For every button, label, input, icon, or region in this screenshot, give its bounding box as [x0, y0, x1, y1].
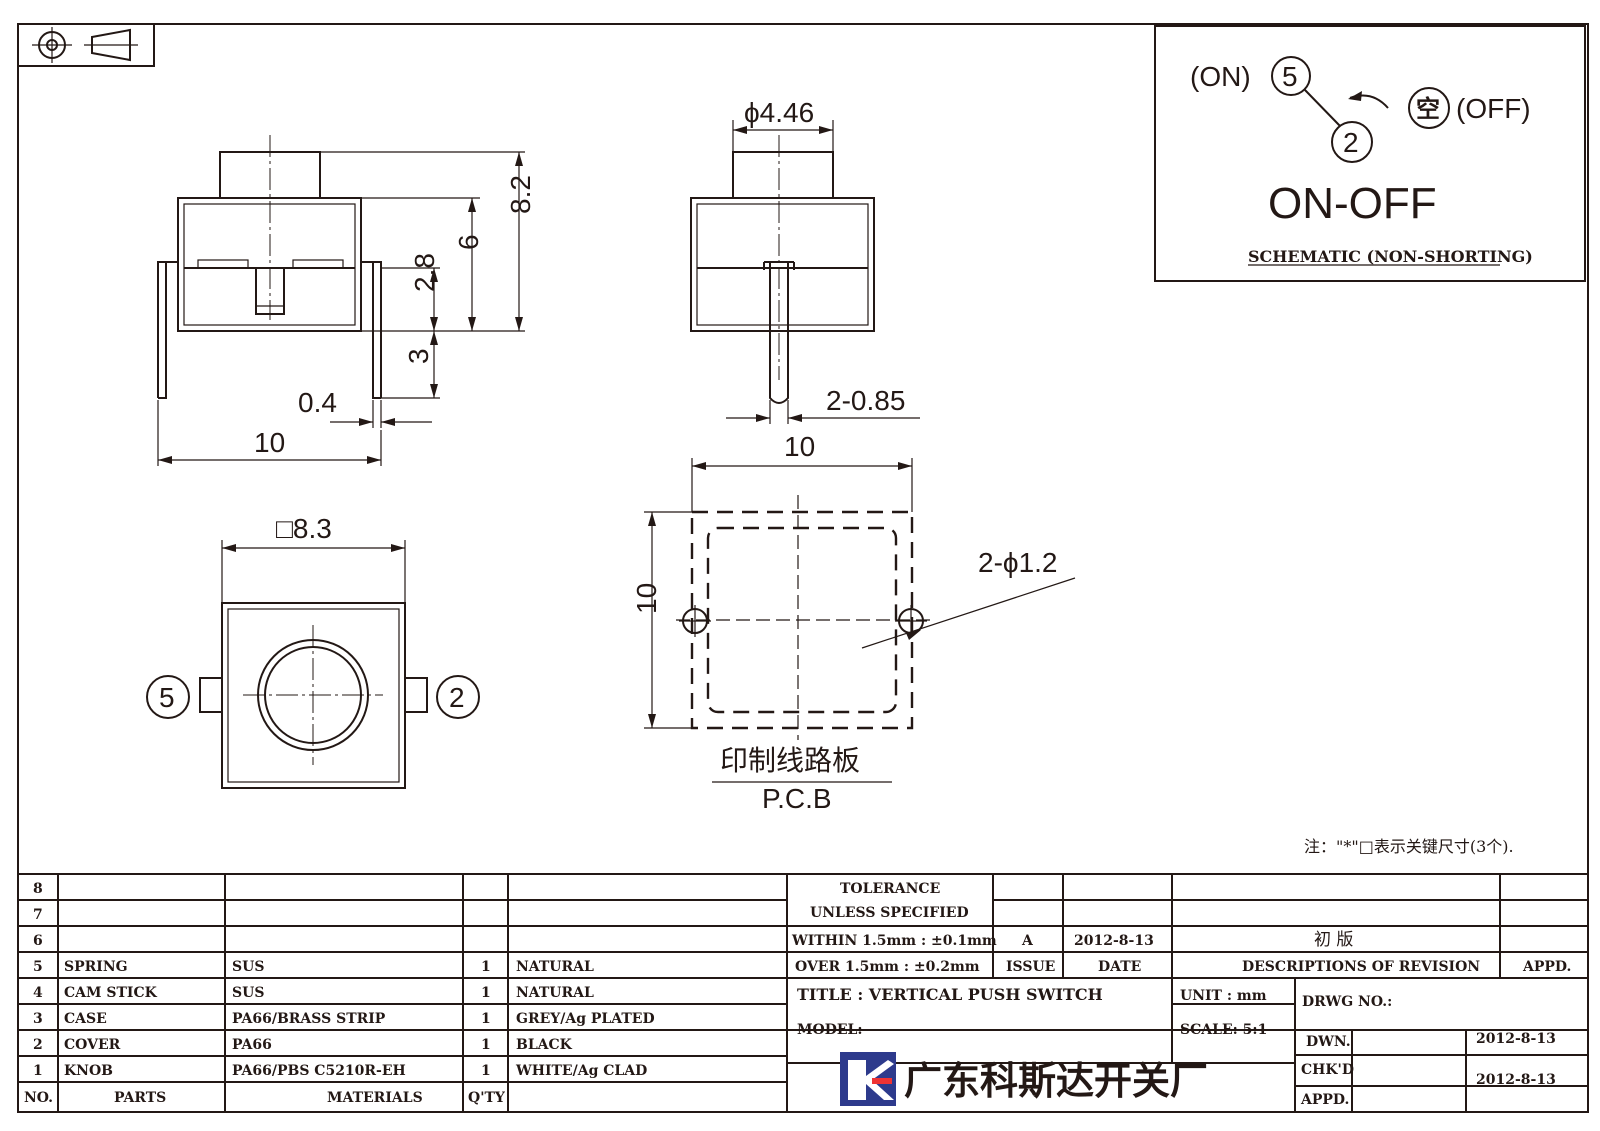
dim-pin-thickness: 0.4 — [298, 387, 337, 418]
revision-header-appd: APPD. — [1522, 959, 1571, 975]
table-row: 5 SPRING SUS 1 NATURAL — [33, 959, 594, 975]
svg-text:SUS: SUS — [232, 985, 264, 1001]
schematic-pin-off: 空 — [1416, 95, 1440, 123]
svg-text:MATERIALS: MATERIALS — [327, 1090, 423, 1106]
dim-pcb-width: 10 — [784, 431, 815, 462]
svg-text:1: 1 — [481, 985, 491, 1001]
title-block-grid — [18, 873, 1588, 1112]
svg-text:4: 4 — [33, 985, 43, 1001]
pcb-label-cn: 印制线路板 — [720, 744, 860, 777]
svg-text:GREY/Ag PLATED: GREY/Ag PLATED — [516, 1011, 655, 1027]
row-no-8: 8 — [33, 881, 43, 897]
row-no-6: 6 — [33, 933, 43, 949]
svg-text:SPRING: SPRING — [64, 959, 128, 975]
drawing-number-label: DRWG NO.: — [1302, 994, 1392, 1010]
svg-text:1: 1 — [33, 1063, 43, 1079]
revision-date: 2012-8-13 — [1074, 933, 1154, 949]
svg-text:PARTS: PARTS — [114, 1090, 166, 1106]
unit-label: UNIT : mm — [1180, 988, 1267, 1004]
dim-pin-width: 2-0.85 — [826, 385, 905, 416]
front-view — [157, 135, 525, 466]
svg-text:Q'TY: Q'TY — [468, 1090, 506, 1106]
projection-symbol — [17, 23, 155, 67]
tolerance-line1: TOLERANCE — [840, 881, 940, 897]
svg-text:1: 1 — [481, 1011, 491, 1027]
side-view — [690, 120, 920, 424]
checked-label: CHK'D — [1301, 1062, 1354, 1078]
schematic-mode: ON-OFF — [1268, 179, 1437, 228]
svg-text:1: 1 — [481, 1063, 491, 1079]
dim-height-body: 6 — [453, 234, 484, 250]
svg-text:NATURAL: NATURAL — [516, 985, 594, 1001]
dim-square-size: □8.3 — [276, 513, 332, 544]
row-no-7: 7 — [33, 907, 43, 923]
svg-text:SUS: SUS — [232, 959, 264, 975]
schematic-box — [1154, 25, 1586, 282]
svg-text:WHITE/Ag CLAD: WHITE/Ag CLAD — [515, 1063, 647, 1079]
dim-pcb-height: 10 — [631, 583, 662, 614]
key-dimension-note: 注："*"□表示关键尺寸(3个). — [1304, 837, 1514, 856]
revision-description: 初 版 — [1314, 930, 1353, 950]
terminal-2-marker — [436, 675, 480, 719]
revision-header-date: DATE — [1098, 959, 1141, 975]
dim-height-upper: 2.8 — [409, 253, 440, 292]
company-logo — [840, 1052, 896, 1106]
dim-height-total: 8.2 — [505, 175, 536, 214]
svg-text:3: 3 — [33, 1011, 43, 1027]
schematic-pin-common: 2 — [1343, 127, 1359, 158]
svg-text:CASE: CASE — [64, 1011, 107, 1027]
table-header: NO. PARTS MATERIALS Q'TY — [24, 1090, 506, 1106]
approved-label: APPD. — [1300, 1092, 1349, 1108]
terminal-right-label: 2 — [449, 682, 465, 713]
svg-text:COVER: COVER — [64, 1037, 121, 1053]
tolerance-line3: WITHIN 1.5mm : ±0.1mm — [791, 933, 997, 949]
top-view — [146, 540, 480, 789]
svg-text:NATURAL: NATURAL — [516, 959, 594, 975]
schematic-off-label: (OFF) — [1456, 93, 1531, 124]
checked-date: 2012-8-13 — [1476, 1072, 1556, 1088]
pcb-layout — [644, 458, 1076, 783]
drawn-date: 2012-8-13 — [1476, 1031, 1556, 1047]
revision-header-issue: ISSUE — [1006, 959, 1055, 975]
table-row: 4 CAM STICK SUS 1 NATURAL — [33, 985, 594, 1001]
dim-hole-dia: 2-ϕ1.2 — [978, 547, 1058, 578]
svg-text:BLACK: BLACK — [516, 1037, 573, 1053]
revision-issue: A — [1021, 933, 1034, 949]
svg-text:PA66: PA66 — [232, 1037, 272, 1053]
sheet-border — [17, 23, 1589, 1113]
svg-text:NO.: NO. — [24, 1090, 53, 1106]
dim-width-front: 10 — [254, 427, 285, 458]
drawing-title: TITLE : VERTICAL PUSH SWITCH — [797, 985, 1103, 1004]
svg-text:KNOB: KNOB — [64, 1063, 113, 1079]
terminal-left-label: 5 — [159, 682, 175, 713]
svg-text:5: 5 — [33, 959, 43, 975]
schematic-caption: SCHEMATIC (NON-SHORTING) — [1248, 247, 1533, 266]
svg-text:PA66/PBS C5210R-EH: PA66/PBS C5210R-EH — [232, 1063, 406, 1079]
tolerance-line4: OVER 1.5mm : ±0.2mm — [795, 959, 980, 975]
terminal-5-marker — [146, 675, 190, 719]
dim-knob-dia: ϕ4.46 — [744, 97, 814, 128]
svg-text:2: 2 — [33, 1037, 43, 1053]
schematic-pin-on: 5 — [1282, 61, 1298, 92]
schematic-on-label: (ON) — [1190, 61, 1251, 92]
svg-text:CAM STICK: CAM STICK — [64, 985, 158, 1001]
model-label: MODEL: — [797, 1022, 863, 1038]
svg-text:1: 1 — [481, 1037, 491, 1053]
scale-label: SCALE: 5:1 — [1180, 1022, 1267, 1038]
table-row: 3 CASE PA66/BRASS STRIP 1 GREY/Ag PLATED — [33, 1011, 655, 1027]
svg-text:1: 1 — [481, 959, 491, 975]
table-row: 2 COVER PA66 1 BLACK — [33, 1037, 573, 1053]
dim-height-pin: 3 — [403, 348, 434, 364]
svg-text:PA66/BRASS STRIP: PA66/BRASS STRIP — [232, 1011, 386, 1027]
revision-header-desc: DESCRIPTIONS OF REVISION — [1242, 959, 1480, 975]
pcb-label-en: P.C.B — [762, 783, 832, 814]
tolerance-line2: UNLESS SPECIFIED — [810, 905, 969, 921]
company-name: 广东科斯达开关厂 — [904, 1059, 1208, 1103]
table-row: 1 KNOB PA66/PBS C5210R-EH 1 WHITE/Ag CLA… — [33, 1063, 647, 1079]
drawn-label: DWN. — [1306, 1034, 1351, 1050]
